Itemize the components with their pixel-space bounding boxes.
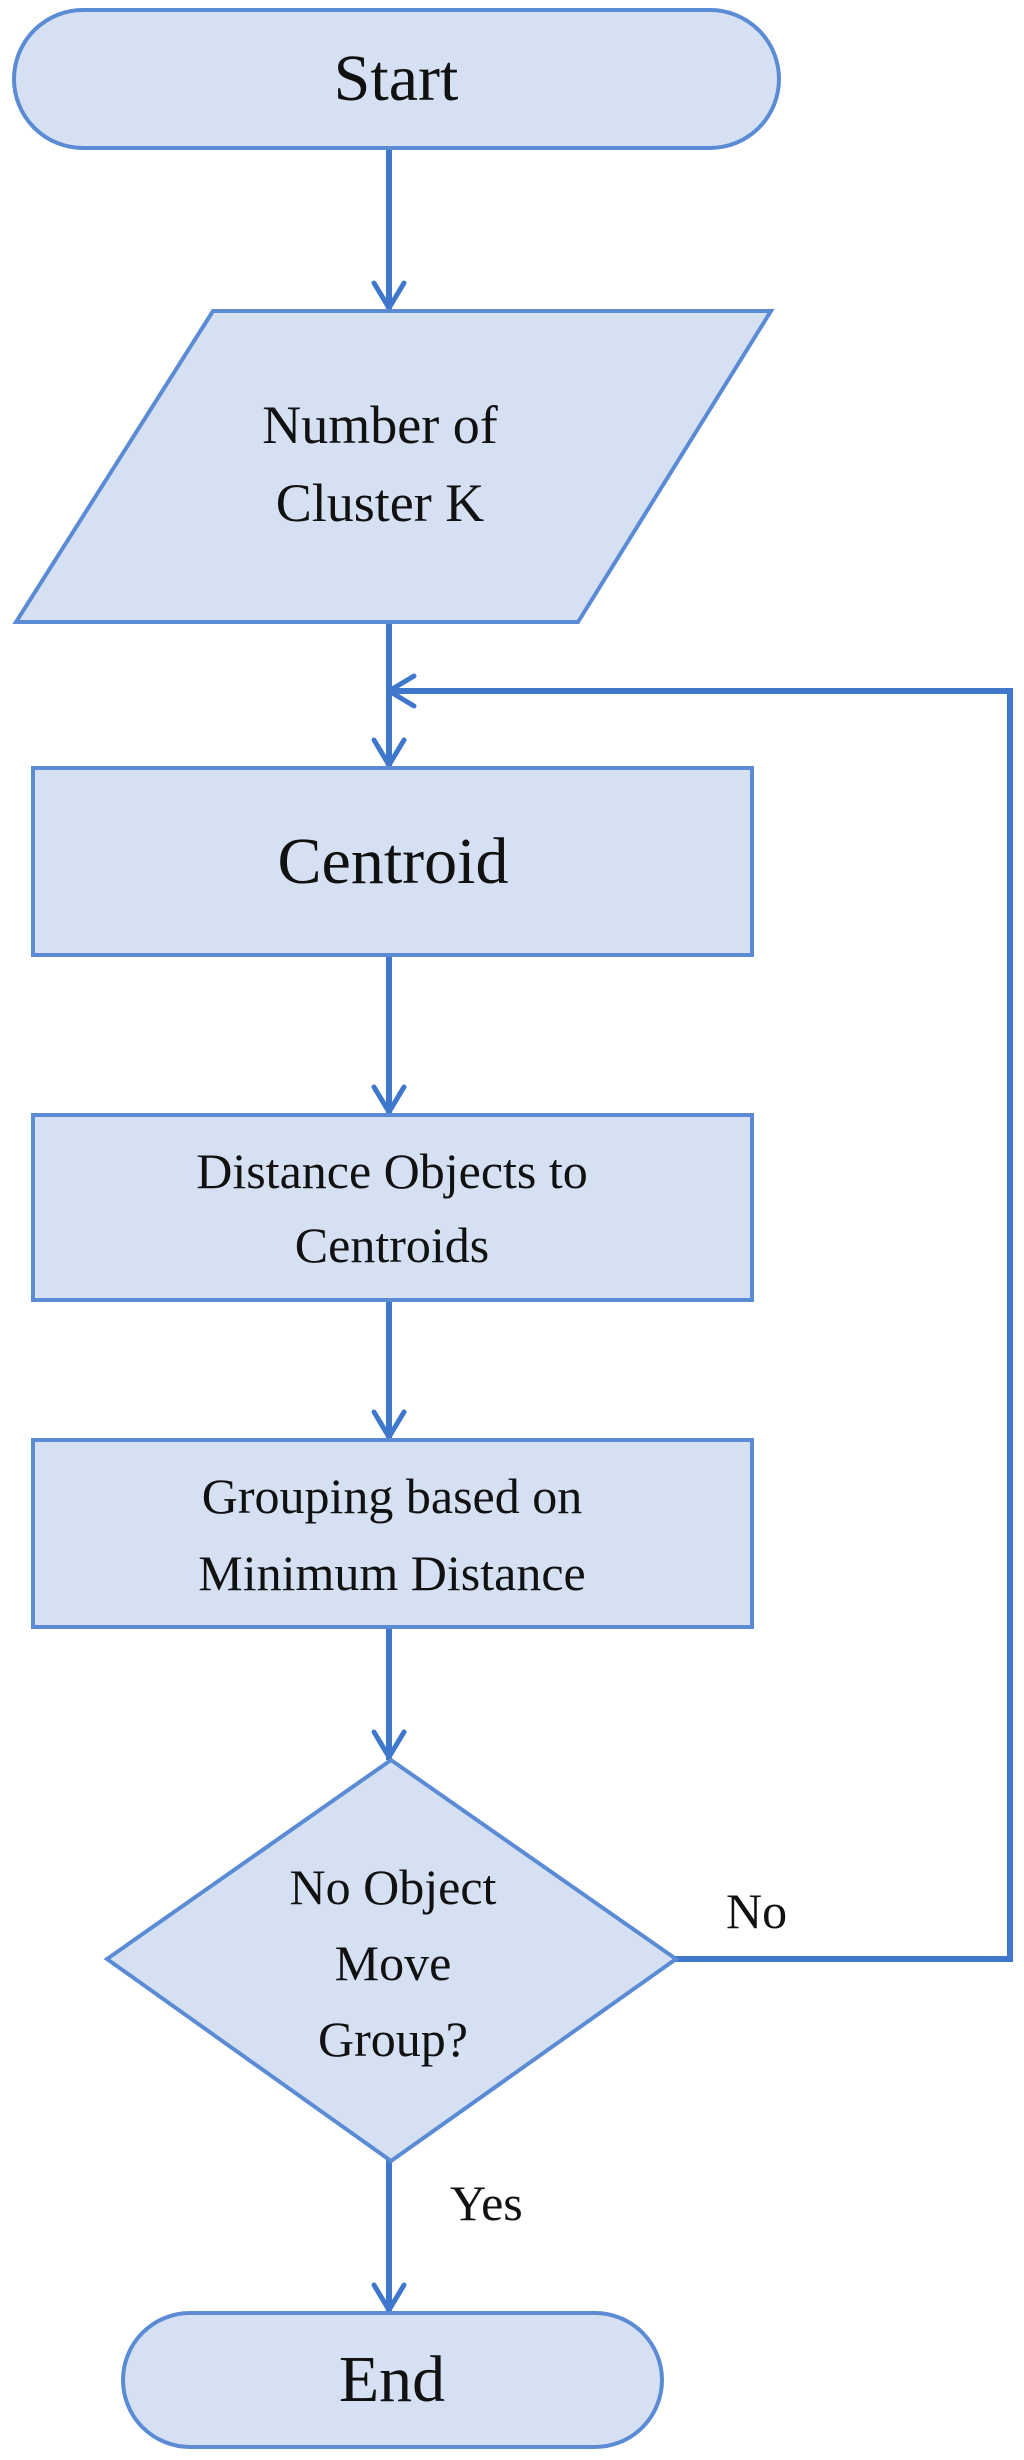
decision-label-line2: Move	[335, 1935, 452, 1991]
distance-label-line2: Centroids	[295, 1217, 489, 1273]
decision-diamond	[103, 1757, 680, 2164]
arrowhead-grouping	[371, 1409, 407, 1440]
arrowhead-input	[371, 280, 407, 311]
connector-no-loop	[386, 688, 1013, 1962]
end-label: End	[339, 2343, 445, 2416]
centroid-process	[31, 766, 754, 957]
arrowhead-distance	[371, 1084, 407, 1115]
arrowhead-end	[371, 2282, 407, 2313]
arrowhead-decision	[371, 1729, 407, 1760]
grouping-label-line1: Grouping based on	[202, 1468, 583, 1524]
input-parallelogram	[12, 309, 775, 624]
input-label-line1: Number of	[262, 395, 497, 455]
grouping-process	[31, 1438, 754, 1629]
arrowhead-centroid	[371, 737, 407, 768]
distance-label-line1: Distance Objects to	[196, 1143, 588, 1199]
decision-label-line1: No Object	[290, 1859, 497, 1915]
decision-label-line3: Group?	[318, 2011, 468, 2067]
end-terminator	[121, 2311, 664, 2449]
start-label: Start	[334, 42, 459, 115]
distance-process	[31, 1113, 754, 1302]
centroid-label: Centroid	[278, 825, 509, 898]
arrowhead-loop	[386, 673, 417, 709]
grouping-label-line2: Minimum Distance	[198, 1545, 585, 1601]
no-edge-label: No	[726, 1883, 787, 1939]
input-label-line2: Cluster K	[276, 473, 485, 533]
yes-edge-label: Yes	[450, 2175, 523, 2231]
start-terminator	[12, 8, 781, 150]
